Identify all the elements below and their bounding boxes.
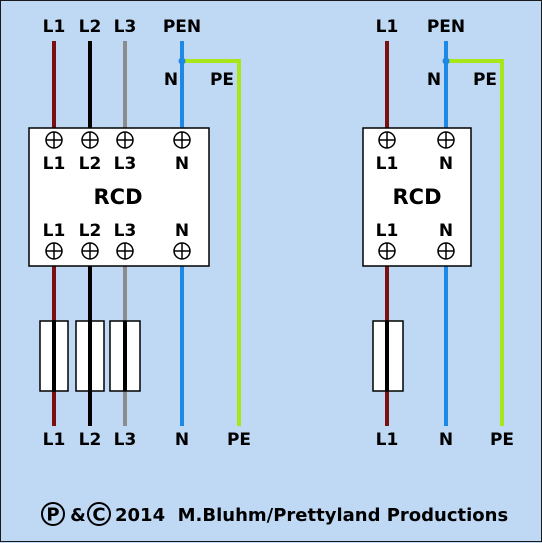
- terminal-screw-icon: [437, 242, 455, 260]
- rcd-bottom-label-n: N: [175, 221, 189, 241]
- wire-pe: [182, 59, 241, 426]
- bottom-label-pe: PE: [227, 430, 251, 450]
- three-phase-circuit: L1 L2 L3 PEN N PE L1 L2 L3 N RCD L1 L2 L…: [28, 17, 251, 450]
- top-label-l1: L1: [376, 17, 399, 37]
- top-label-l2: L2: [79, 17, 102, 37]
- fuse-l3: [109, 320, 141, 392]
- rcd-top-label-l3: L3: [114, 154, 137, 174]
- terminal-screw-icon: [173, 131, 191, 149]
- pen-split-node: [442, 57, 450, 65]
- rcd-box: [362, 127, 472, 267]
- fuse-l1: [372, 320, 404, 392]
- rcd-title: RCD: [392, 185, 441, 209]
- copyright-icon: C: [87, 502, 111, 526]
- single-phase-circuit: L1 PEN N PE L1 N RCD L1 N L1 N PE: [362, 17, 514, 450]
- terminal-screw-icon: [81, 131, 99, 149]
- wire-pe: [446, 59, 504, 426]
- bottom-label-l3: L3: [114, 430, 137, 450]
- terminal-screw-icon: [45, 131, 63, 149]
- terminal-screw-icon: [116, 242, 134, 260]
- terminal-screw-icon: [378, 242, 396, 260]
- terminal-screw-icon: [45, 242, 63, 260]
- rcd-bottom-terminals: [378, 242, 455, 260]
- pen-split-node: [178, 57, 186, 65]
- rcd-bottom-label-l1: L1: [376, 221, 399, 241]
- fuse-l1: [39, 320, 69, 392]
- credit-ampersand: &: [70, 505, 86, 526]
- top-label-l1: L1: [43, 17, 66, 37]
- terminal-screw-icon: [173, 242, 191, 260]
- rcd-bottom-label-l3: L3: [114, 221, 137, 241]
- terminal-screw-icon: [437, 131, 455, 149]
- terminal-screw-icon: [116, 131, 134, 149]
- rcd-top-label-l2: L2: [79, 154, 102, 174]
- top-label-pen: PEN: [163, 17, 201, 37]
- credit-line: P & C 2014 M.Bluhm/Prettyland Production…: [41, 502, 508, 526]
- rcd-bottom-label-l1: L1: [43, 221, 66, 241]
- bottom-label-l1: L1: [43, 430, 66, 450]
- credit-text: 2014 M.Bluhm/Prettyland Productions: [115, 505, 508, 526]
- rcd-title: RCD: [93, 185, 142, 209]
- rcd-top-terminals: [45, 131, 191, 149]
- terminal-screw-icon: [81, 242, 99, 260]
- copyright-letter: C: [92, 505, 105, 526]
- rcd-top-label-n: N: [439, 154, 453, 174]
- rcd-top-label-n: N: [175, 154, 189, 174]
- bottom-label-n: N: [439, 430, 453, 450]
- top-label-pen: PEN: [427, 17, 465, 37]
- phonogram-icon: P: [41, 502, 65, 526]
- split-label-n: N: [164, 70, 178, 90]
- bottom-label-n: N: [175, 430, 189, 450]
- split-label-pe: PE: [473, 70, 497, 90]
- rcd-top-label-l1: L1: [376, 154, 399, 174]
- bottom-label-l1: L1: [376, 430, 399, 450]
- top-label-l3: L3: [114, 17, 137, 37]
- rcd-top-terminals: [378, 131, 455, 149]
- bottom-label-pe: PE: [490, 430, 514, 450]
- rcd-bottom-label-l2: L2: [79, 221, 102, 241]
- rcd-top-label-l1: L1: [43, 154, 66, 174]
- rcd-bottom-label-n: N: [439, 221, 453, 241]
- rcd-bottom-terminals: [45, 242, 191, 260]
- split-label-pe: PE: [210, 70, 234, 90]
- bottom-label-l2: L2: [79, 430, 102, 450]
- split-label-n: N: [427, 70, 441, 90]
- phonogram-letter: P: [46, 505, 59, 526]
- terminal-screw-icon: [378, 131, 396, 149]
- fuse-l2: [75, 320, 105, 392]
